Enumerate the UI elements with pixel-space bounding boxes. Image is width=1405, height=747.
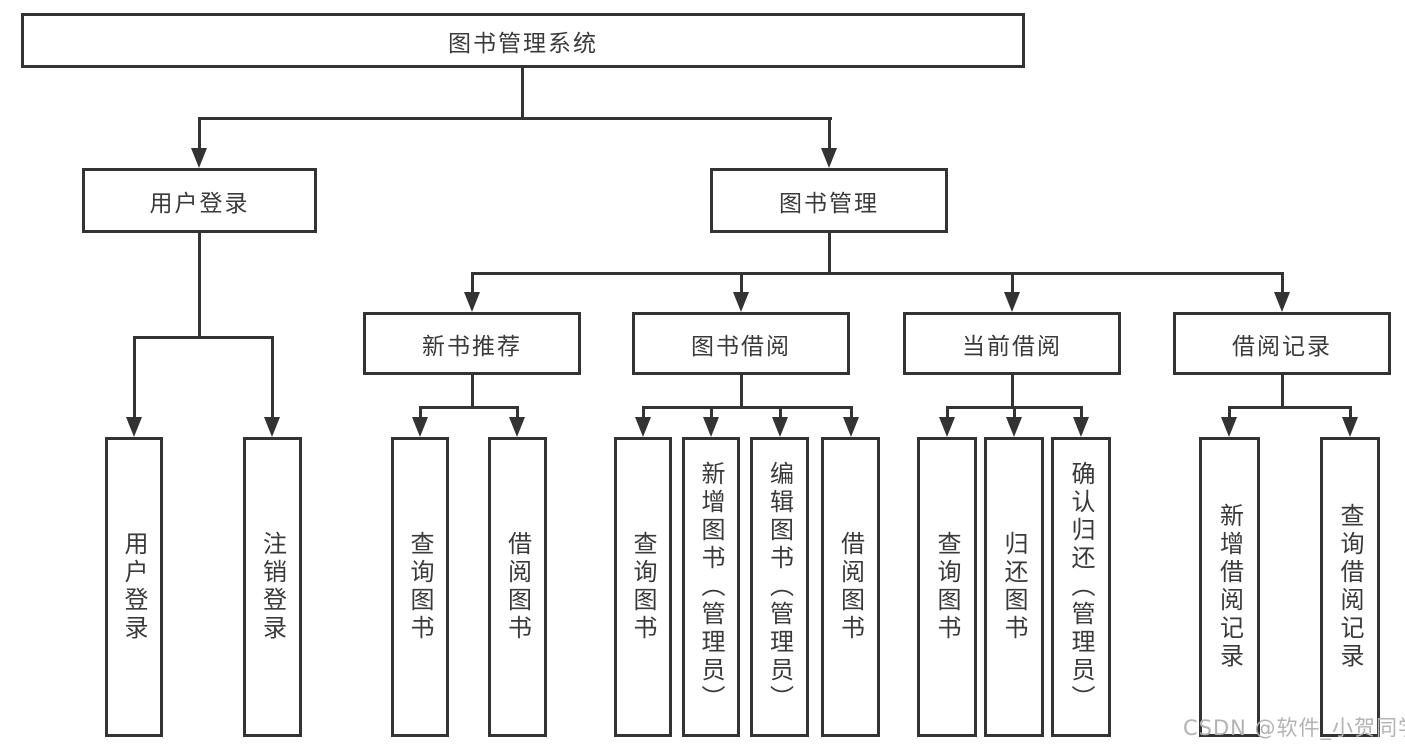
connector-line: [779, 406, 782, 419]
connector-line: [828, 233, 831, 272]
connector-line: [521, 68, 524, 117]
arrow-down-icon: [264, 417, 280, 437]
connector-line: [471, 272, 474, 294]
node-user-login-label: 用户登录: [149, 190, 250, 217]
connector-line: [740, 272, 743, 294]
node-user-login: 用户登录: [82, 168, 317, 233]
arrow-down-icon: [1274, 292, 1290, 312]
leaf-query-books-current: 查询图书: [917, 437, 977, 737]
leaf-borrow-books-label: 借阅图书: [836, 531, 865, 643]
connector-line: [1349, 406, 1352, 419]
leaf-query-books-recommend: 查询图书: [391, 437, 449, 737]
leaf-confirm-return-admin: 确认归还（管理员）: [1051, 437, 1111, 737]
connector-line: [1011, 272, 1014, 294]
node-current-borrow-label: 当前借阅: [962, 333, 1062, 360]
arrow-down-icon: [191, 148, 207, 168]
connector-line: [828, 117, 831, 149]
connector-line: [1228, 406, 1351, 409]
leaf-query-books-borrow: 查询图书: [614, 437, 672, 737]
leaf-return-books: 归还图书: [984, 437, 1044, 737]
leaf-logout-login-label: 注销登录: [258, 531, 287, 643]
connector-line: [1013, 406, 1016, 419]
connector-line: [419, 406, 422, 419]
connector-line: [1281, 272, 1284, 294]
connector-line: [133, 336, 136, 418]
arrow-down-icon: [733, 292, 749, 312]
arrow-down-icon: [1342, 417, 1358, 437]
connector-line: [198, 117, 832, 120]
leaf-add-borrow-record-label: 新增借阅记录: [1215, 503, 1244, 671]
node-book-management-label: 图书管理: [779, 190, 879, 217]
arrow-down-icon: [1004, 292, 1020, 312]
arrow-down-icon: [464, 292, 480, 312]
connector-line: [740, 375, 743, 406]
arrow-down-icon: [126, 417, 142, 437]
arrow-down-icon: [1073, 417, 1089, 437]
connector-line: [198, 117, 201, 149]
connector-line: [419, 406, 519, 409]
node-current-borrow: 当前借阅: [903, 312, 1121, 375]
leaf-query-books-current-label: 查询图书: [933, 531, 961, 643]
node-new-book-recommend-label: 新书推荐: [422, 333, 522, 360]
arrow-down-icon: [703, 417, 719, 437]
connector-line: [642, 406, 852, 409]
watermark-text: CSDN @软件_小贺同学: [1183, 716, 1405, 740]
connector-line: [133, 336, 274, 339]
leaf-query-borrow-record: 查询借阅记录: [1320, 437, 1380, 737]
node-borrow-records-label: 借阅记录: [1232, 333, 1332, 360]
connector-line: [1080, 406, 1083, 419]
leaf-borrow-books: 借阅图书: [821, 437, 880, 737]
connector-line: [471, 375, 474, 406]
node-borrow-records: 借阅记录: [1173, 312, 1391, 375]
arrow-down-icon: [821, 148, 837, 168]
leaf-user-login-label: 用户登录: [120, 531, 148, 643]
arrow-down-icon: [412, 417, 428, 437]
arrow-down-icon: [635, 417, 651, 437]
leaf-logout-login: 注销登录: [243, 437, 302, 737]
arrow-down-icon: [843, 417, 859, 437]
leaf-user-login: 用户登录: [105, 437, 163, 737]
node-book-borrow: 图书借阅: [632, 312, 850, 375]
node-new-book-recommend: 新书推荐: [363, 312, 581, 375]
connector-line: [946, 406, 949, 419]
node-book-management: 图书管理: [710, 168, 948, 233]
arrow-down-icon: [1006, 417, 1022, 437]
leaf-borrow-books-recommend: 借阅图书: [488, 437, 547, 737]
leaf-confirm-return-admin-label: 确认归还（管理员）: [1067, 461, 1095, 713]
node-system-root-label: 图书管理系统: [448, 30, 598, 57]
leaf-query-borrow-record-label: 查询借阅记录: [1336, 503, 1364, 671]
node-system-root: 图书管理系统: [21, 13, 1025, 68]
connector-line: [516, 406, 519, 419]
connector-line: [1228, 406, 1231, 419]
arrow-down-icon: [939, 417, 955, 437]
leaf-edit-books-admin-label: 编辑图书（管理员）: [765, 461, 794, 713]
leaf-add-books-admin-label: 新增图书（管理员）: [697, 461, 725, 713]
connector-line: [271, 336, 274, 418]
arrow-down-icon: [772, 417, 788, 437]
leaf-query-books-borrow-label: 查询图书: [629, 531, 657, 643]
connector-line: [850, 406, 853, 419]
leaf-return-books-label: 归还图书: [1000, 531, 1028, 643]
leaf-query-books-recommend-label: 查询图书: [406, 531, 434, 643]
leaf-add-borrow-record: 新增借阅记录: [1199, 437, 1260, 737]
connector-line: [198, 233, 201, 336]
node-book-borrow-label: 图书借阅: [691, 333, 791, 360]
leaf-add-books-admin: 新增图书（管理员）: [682, 437, 740, 737]
arrow-down-icon: [1221, 417, 1237, 437]
leaf-edit-books-admin: 编辑图书（管理员）: [750, 437, 809, 737]
connector-line: [471, 272, 1284, 275]
connector-line: [1011, 375, 1014, 406]
connector-line: [1281, 375, 1284, 406]
connector-line: [710, 406, 713, 419]
connector-line: [642, 406, 645, 419]
arrow-down-icon: [509, 417, 525, 437]
leaf-borrow-books-recommend-label: 借阅图书: [503, 531, 532, 643]
